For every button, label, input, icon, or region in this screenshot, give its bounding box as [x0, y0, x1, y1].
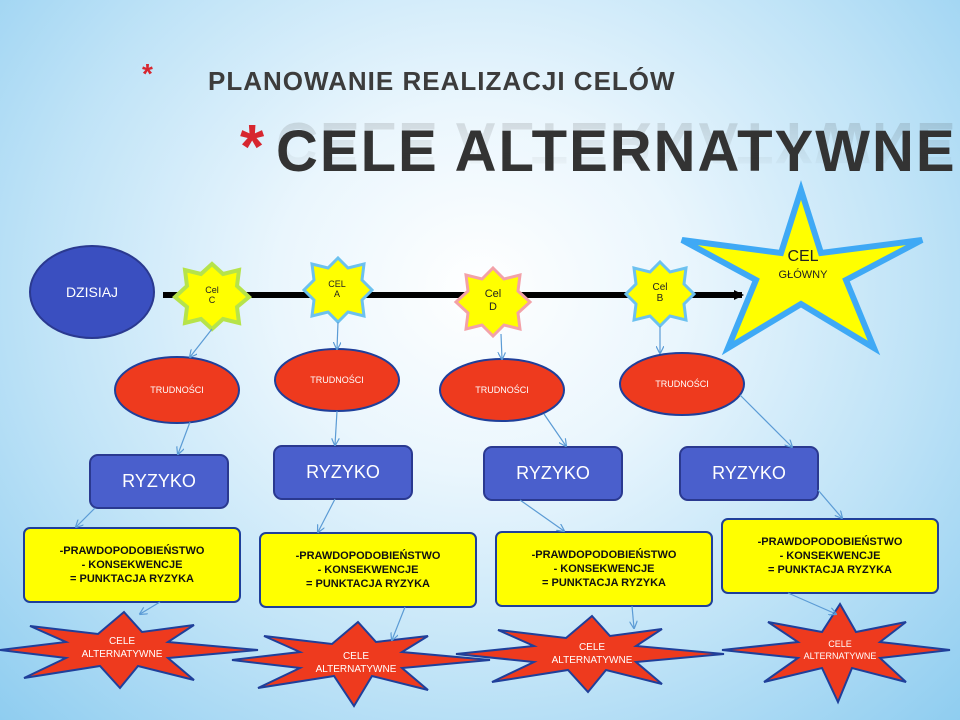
goal-a-line2: A	[333, 289, 340, 299]
alternative-star-3	[455, 614, 725, 694]
risk-box-2	[273, 445, 413, 500]
alternative-label-1: CELE ALTERNATYWNE	[72, 630, 172, 666]
title-bullet: *	[240, 113, 265, 182]
goal-a-line1: CEL	[328, 278, 346, 289]
probability-text-2: -PRAWDOPODOBIEŃSTWO - KONSEKWENCJE = PUN…	[260, 533, 476, 607]
subtitle-bullet: *	[142, 58, 153, 89]
risk-box-1	[89, 454, 229, 509]
goal-d-line2: D	[489, 301, 497, 313]
difficulty-ellipse-1	[114, 356, 240, 424]
alternative-label-4: CELE ALTERNATYWNE	[790, 632, 890, 668]
goal-b-line1: Cel	[652, 281, 668, 293]
alternative-star-4	[721, 602, 951, 705]
probability-box-2	[259, 532, 477, 608]
goal-b-label: Cel B	[635, 278, 685, 308]
probability-box-1	[23, 527, 241, 603]
goal-star-d	[453, 265, 533, 339]
page-title: CELE ALTERNATYWNE	[276, 119, 957, 184]
alternative-line2: ALTERNATYWNE	[315, 664, 397, 675]
risk-label-1: RYZYKO	[122, 470, 196, 491]
probability-text-1: -PRAWDOPODOBIEŃSTWO - KONSEKWENCJE = PUN…	[24, 528, 240, 602]
difficulty-label-4: TRUDNOŚCI	[655, 378, 709, 389]
today-label: DZISIAJ	[65, 283, 119, 300]
risk-label-4: RYZYKO	[712, 462, 786, 483]
probability-line: -PRAWDOPODOBIEŃSTWO	[295, 549, 441, 562]
probability-line: -PRAWDOPODOBIEŃSTWO	[531, 548, 677, 561]
subtitle: PLANOWANIE REALIZACJI CELÓW	[208, 66, 676, 96]
score-line: = PUNKTACJA RYZYKA	[306, 578, 430, 591]
alternative-line2: ALTERNATYWNE	[81, 649, 163, 660]
goal-a-label: CEL A	[312, 274, 362, 304]
alternative-line2: ALTERNATYWNE	[803, 651, 877, 661]
goal-d-label: Cel D	[468, 286, 518, 316]
risk-box-3	[483, 446, 623, 501]
difficulty-label-2: TRUDNOŚCI	[310, 374, 364, 385]
probability-box-4	[721, 518, 939, 594]
probability-text-3: -PRAWDOPODOBIEŃSTWO - KONSEKWENCJE = PUN…	[496, 532, 712, 606]
difficulty-label-1: TRUDNOŚCI	[150, 384, 204, 395]
today-ellipse	[29, 245, 155, 339]
alternative-line1: CELE	[578, 641, 606, 653]
probability-text-4: -PRAWDOPODOBIEŃSTWO - KONSEKWENCJE = PUN…	[722, 519, 938, 593]
probability-line: -PRAWDOPODOBIEŃSTWO	[59, 544, 205, 557]
score-line: = PUNKTACJA RYZYKA	[70, 573, 194, 586]
alternative-label-3: CELE ALTERNATYWNE	[542, 636, 642, 672]
difficulty-label-3: TRUDNOŚCI	[475, 384, 529, 395]
alternative-label-2: CELE ALTERNATYWNE	[306, 645, 406, 681]
main-goal-star	[680, 180, 924, 356]
difficulty-ellipse-4	[619, 352, 745, 416]
alternative-star-1	[0, 610, 259, 690]
goal-b-line2: B	[656, 293, 664, 304]
alternative-line2: ALTERNATYWNE	[551, 655, 633, 666]
consequences-line: - KONSEKWENCJE	[553, 562, 655, 575]
goal-d-line1: Cel	[484, 288, 502, 301]
consequences-line: - KONSEKWENCJE	[317, 563, 419, 576]
main-goal-label: CEL GŁÓWNY	[748, 240, 858, 290]
alternative-line1: CELE	[828, 638, 852, 649]
main-goal-line1: CEL	[787, 247, 819, 265]
goal-c-label: Cel C	[187, 280, 237, 310]
main-goal-line2: GŁÓWNY	[778, 269, 828, 282]
risk-box-4	[679, 446, 819, 501]
alternative-star-2	[231, 620, 491, 708]
probability-box-3	[495, 531, 713, 607]
alternative-line1: CELE	[108, 635, 136, 647]
probability-line: -PRAWDOPODOBIEŃSTWO	[757, 535, 903, 548]
risk-label-2: RYZYKO	[306, 461, 380, 482]
connectors	[76, 321, 842, 640]
score-line: = PUNKTACJA RYZYKA	[768, 564, 892, 577]
score-line: = PUNKTACJA RYZYKA	[542, 577, 666, 590]
risk-label-3: RYZYKO	[516, 462, 590, 483]
goal-c-line2: C	[208, 295, 216, 305]
alternative-line1: CELE	[342, 650, 370, 662]
goal-c-line1: Cel	[205, 284, 219, 295]
consequences-line: - KONSEKWENCJE	[81, 558, 183, 571]
consequences-line: - KONSEKWENCJE	[779, 549, 881, 562]
